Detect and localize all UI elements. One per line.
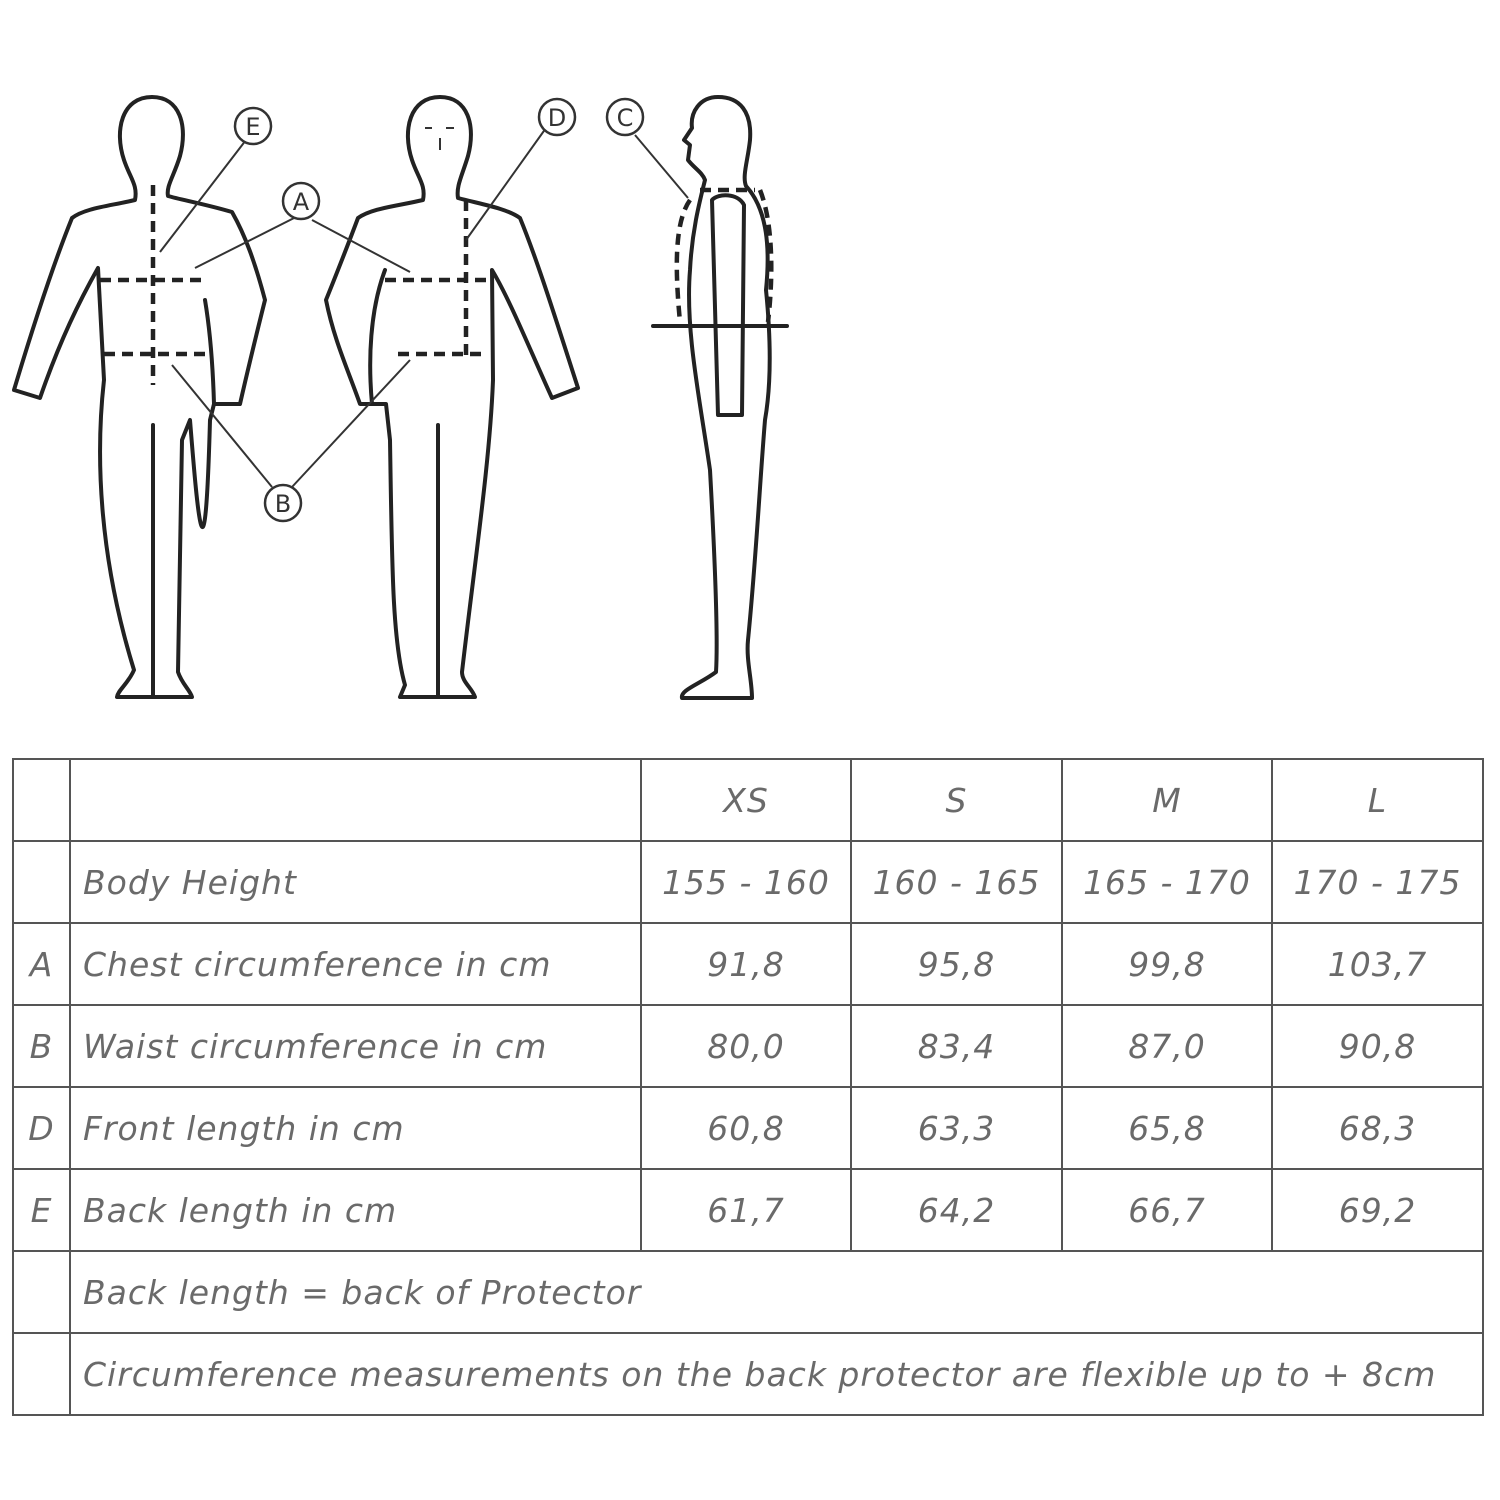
table-row: E Back length in cm 61,7 64,2 66,7 69,2 xyxy=(12,1168,1484,1252)
note-row: Circumference measurements on the back p… xyxy=(12,1332,1484,1416)
row-value: 160 - 165 xyxy=(850,840,1063,924)
table-row: Body Height 155 - 160 160 - 165 165 - 17… xyxy=(12,840,1484,924)
note-back-length: Back length = back of Protector xyxy=(69,1250,1484,1334)
row-letter: B xyxy=(12,1004,71,1088)
note-circumference-flex: Circumference measurements on the back p… xyxy=(69,1332,1484,1416)
row-letter: E xyxy=(12,1168,71,1252)
row-label: Waist circumference in cm xyxy=(69,1004,642,1088)
size-header-m: M xyxy=(1061,758,1273,842)
row-value: 65,8 xyxy=(1061,1086,1273,1170)
row-value: 80,0 xyxy=(640,1004,852,1088)
row-value: 60,8 xyxy=(640,1086,852,1170)
side-view-figure xyxy=(634,95,789,700)
row-letter xyxy=(12,840,71,924)
header-cell xyxy=(69,758,642,842)
note-letter-cell xyxy=(12,1250,71,1334)
marker-a: A xyxy=(281,181,321,221)
row-value: 170 - 175 xyxy=(1271,840,1484,924)
marker-d: D xyxy=(537,97,577,137)
row-value: 66,7 xyxy=(1061,1168,1273,1252)
row-value: 103,7 xyxy=(1271,922,1484,1006)
row-value: 87,0 xyxy=(1061,1004,1273,1088)
row-value: 63,3 xyxy=(850,1086,1063,1170)
table-row: A Chest circumference in cm 91,8 95,8 99… xyxy=(12,922,1484,1006)
header-cell xyxy=(12,758,71,842)
marker-e: E xyxy=(233,106,273,146)
size-header-s: S xyxy=(850,758,1063,842)
marker-b: B xyxy=(263,483,303,523)
svg-text:E: E xyxy=(245,113,260,141)
row-letter: D xyxy=(12,1086,71,1170)
size-header-l: L xyxy=(1271,758,1484,842)
row-value: 95,8 xyxy=(850,922,1063,1006)
svg-text:C: C xyxy=(617,104,634,132)
row-letter: A xyxy=(12,922,71,1006)
table-row: B Waist circumference in cm 80,0 83,4 87… xyxy=(12,1004,1484,1088)
marker-c: C xyxy=(605,97,645,137)
note-letter-cell xyxy=(12,1332,71,1416)
table-row: D Front length in cm 60,8 63,3 65,8 68,3 xyxy=(12,1086,1484,1170)
row-value: 64,2 xyxy=(850,1168,1063,1252)
front-view-figure xyxy=(291,95,580,699)
row-value: 90,8 xyxy=(1271,1004,1484,1088)
row-value: 83,4 xyxy=(850,1004,1063,1088)
row-label: Back length in cm xyxy=(69,1168,642,1252)
row-value: 165 - 170 xyxy=(1061,840,1273,924)
table-header-row: XS S M L xyxy=(12,758,1484,842)
svg-text:B: B xyxy=(275,490,291,518)
size-chart-table: XS S M L Body Height 155 - 160 160 - 165… xyxy=(12,758,1484,1416)
back-view-figure xyxy=(12,95,301,699)
row-value: 68,3 xyxy=(1271,1086,1484,1170)
row-label: Body Height xyxy=(69,840,642,924)
row-value: 99,8 xyxy=(1061,922,1273,1006)
row-value: 61,7 xyxy=(640,1168,852,1252)
row-value: 69,2 xyxy=(1271,1168,1484,1252)
body-measurement-diagram: E A D C B xyxy=(12,95,789,700)
row-label: Chest circumference in cm xyxy=(69,922,642,1006)
size-header-xs: XS xyxy=(640,758,852,842)
svg-text:D: D xyxy=(548,104,566,132)
row-value: 155 - 160 xyxy=(640,840,852,924)
svg-text:A: A xyxy=(293,188,310,216)
row-label: Front length in cm xyxy=(69,1086,642,1170)
note-row: Back length = back of Protector xyxy=(12,1250,1484,1334)
row-value: 91,8 xyxy=(640,922,852,1006)
